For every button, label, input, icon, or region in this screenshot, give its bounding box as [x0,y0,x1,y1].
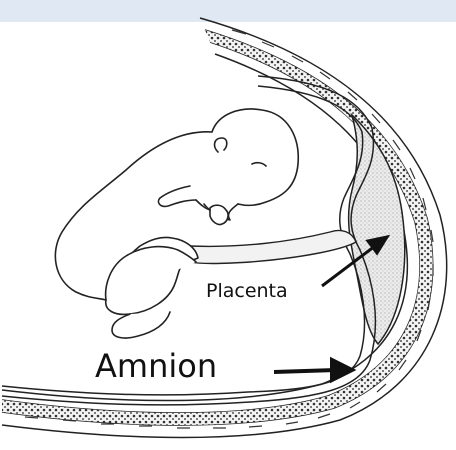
amnion-label: Amnion [95,350,217,382]
fetus [55,109,298,338]
placenta [349,115,405,344]
placenta-label: Placenta [206,282,288,301]
amnion-arrow [274,360,352,380]
umbilical-membrane [190,230,356,263]
